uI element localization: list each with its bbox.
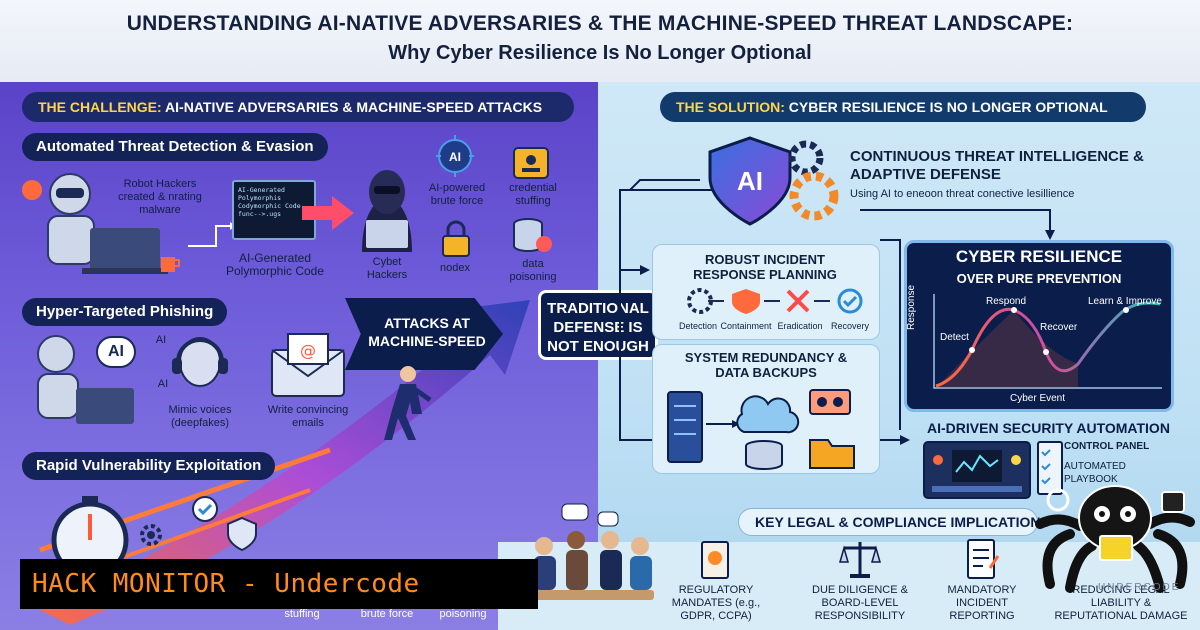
detect-label: Detect <box>940 332 969 343</box>
resilience-title: CYBER RESILIENCE <box>955 247 1123 266</box>
meeting-people-icon <box>524 503 654 600</box>
learn-improve-label: Learn & Improve <box>1088 296 1162 307</box>
scales-icon <box>839 542 881 578</box>
redundancy-title: SYSTEM REDUNDANCY & DATA BACKUPS <box>684 350 848 380</box>
convincing-emails-label: Write convincing emails <box>267 404 349 429</box>
incident-title: ROBUST INCIDENT RESPONSE PLANNING <box>693 252 837 282</box>
poisoning-label: poisoning <box>439 608 487 620</box>
ai-shield-text: AI <box>737 166 763 196</box>
ai-small-label: AI <box>155 334 167 346</box>
step-detection: Detection <box>678 321 718 331</box>
solution-banner-text: CYBER RESILIENCE IS NO LONGER OPTIONAL <box>788 99 1108 115</box>
ai-shield-icon: AI <box>708 136 792 226</box>
incident-steps-icons <box>687 288 863 314</box>
intel-title: CONTINUOUS THREAT INTELLIGENCE & ADAPTIV… <box>850 148 1144 183</box>
legal-item-regulatory: REGULATORY MANDATES (e.g., GDPR, CCPA) <box>671 584 761 622</box>
intel-subtitle: Using AI to eneoon threat conective lesi… <box>850 188 1075 200</box>
hooded-hacker-icon <box>362 170 412 252</box>
attacks-machine-speed-arrow: ATTACKS AT MACHINE-SPEED <box>345 298 503 370</box>
report-document-icon <box>967 539 1000 579</box>
legal-title-bar: KEY LEGAL & COMPLIANCE IMPLICATIONS <box>738 508 1050 536</box>
page-subtitle: Why Cyber Resilience Is No Longer Option… <box>388 42 812 64</box>
resilience-curve <box>933 294 1162 389</box>
check-badge-icon <box>192 496 218 522</box>
ai-brain-icon: AI <box>436 135 474 177</box>
vuln-section-title: Rapid Vulnerability Exploitation <box>22 452 276 480</box>
data-poisoning-label: data poisoning <box>509 258 557 283</box>
automation-title: AI-DRIVEN SECURITY AUTOMATION <box>927 420 1170 436</box>
cup-icon <box>161 257 180 272</box>
step-recovery: Recovery <box>830 321 869 331</box>
challenge-banner-prefix: THE CHALLENGE: <box>38 99 162 115</box>
respond-label: Respond <box>986 296 1027 307</box>
legal-item-due-diligence: DUE DILIGENCE & BOARD-LEVEL RESPONSIBILI… <box>812 584 908 622</box>
recover-label: Recover <box>1040 322 1078 333</box>
ai-brain-tag: AI <box>449 150 461 164</box>
headset-face-icon <box>172 337 228 387</box>
solution-banner: THE SOLUTION: CYBER RESILIENCE IS NO LON… <box>660 92 1146 122</box>
challenge-banner-text: AI-NATIVE ADVERSARIES & MACHINE-SPEED AT… <box>165 99 543 115</box>
ai-speech-bubble: AI <box>96 336 136 368</box>
gears-icon <box>788 140 839 221</box>
robot-phisher-icon <box>37 335 134 424</box>
backup-servers-icon <box>667 389 855 470</box>
phishing-section-title: Hyper-Targeted Phishing <box>22 298 228 326</box>
padlock-icon <box>442 220 470 257</box>
octopus-hacker-logo-icon <box>1035 485 1195 593</box>
connector-arrow-icon <box>188 222 236 247</box>
legal-item-liability: REDUCING LEGAL LIABILITY & REPUTATIONAL … <box>1054 584 1188 622</box>
svg-text:@: @ <box>300 341 316 360</box>
control-panel-label: CONTROL PANEL <box>1064 441 1150 452</box>
control-panel-icon <box>923 441 1031 499</box>
ai-small-label-2: AI <box>157 378 169 390</box>
step-containment: Containment <box>720 321 772 331</box>
step-eradication: Eradication <box>777 321 823 331</box>
stuffing-label: stuffing <box>284 608 320 620</box>
page-title: UNDERSTANDING AI-NATIVE ADVERSARIES & TH… <box>126 12 1074 35</box>
running-businessman-icon <box>384 366 432 440</box>
resilience-x-axis: Cyber Event <box>1010 393 1066 404</box>
database-bug-icon <box>513 218 552 252</box>
solution-banner-prefix: THE SOLUTION: <box>676 99 785 115</box>
stopwatch-icon <box>51 496 129 560</box>
red-arrow-icon <box>302 196 354 230</box>
shield-vuln-icon <box>227 516 257 552</box>
robot-hacker-icon <box>22 173 168 274</box>
hack-monitor-watermark: HACK MONITOR - Undercode <box>20 559 538 609</box>
resilience-y-axis: Response <box>906 284 917 330</box>
playbook-label: AUTOMATED PLAYBOOK <box>1064 461 1126 485</box>
email-envelope-icon: @ <box>271 333 345 397</box>
resilience-subtitle: OVER PURE PREVENTION <box>956 271 1122 286</box>
brute-force-bottom-label: brute force <box>360 608 414 620</box>
resilience-chart-box <box>904 240 1174 412</box>
regulatory-document-icon <box>701 541 729 579</box>
brand-watermark: UNDERCODE <box>1098 582 1181 593</box>
header: UNDERSTANDING AI-NATIVE ADVERSARIES & TH… <box>0 0 1200 82</box>
robot-hacker-label: Robot Hackers created & nrating malware <box>118 178 202 216</box>
cyber-hackers-label: Cybet Hackers <box>366 256 408 281</box>
legal-item-reporting: MANDATORY INCIDENT REPORTING <box>947 584 1017 622</box>
brute-force-label: AI-powered brute force <box>428 182 486 207</box>
credential-card-icon <box>513 147 549 179</box>
credential-stuffing-label: credential stuffing <box>509 182 557 207</box>
nodex-label: nodex <box>440 262 470 274</box>
automated-section-title: Automated Threat Detection & Evasion <box>22 133 328 161</box>
gear-icon <box>140 524 162 546</box>
polymorphic-code-label: AI-Generated Polymorphic Code <box>225 251 325 278</box>
challenge-banner: THE CHALLENGE: AI-NATIVE ADVERSARIES & M… <box>22 92 574 122</box>
mimic-voices-label: Mimic voices (deepfakes) <box>168 404 232 429</box>
